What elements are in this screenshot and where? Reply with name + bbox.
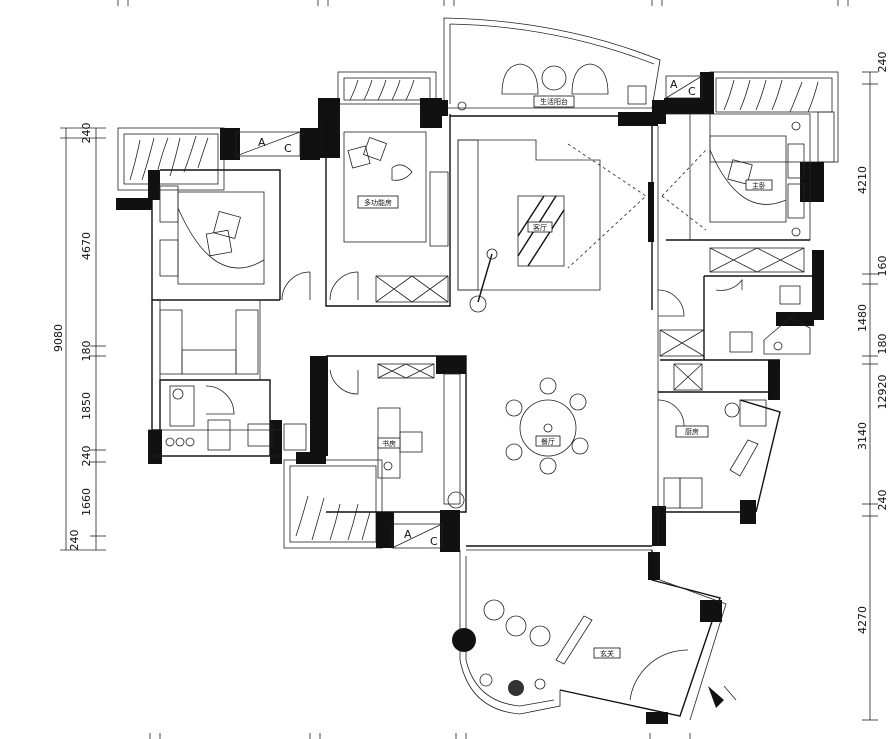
dim-left-total: 9080 [52, 324, 65, 352]
dimensions-left: 240 4670 180 1850 240 1660 240 9080 [52, 123, 106, 551]
ac-unit-left: A C [235, 131, 301, 157]
dining-table: 餐厅 [505, 377, 589, 475]
dim-right-2: 4210 [856, 166, 869, 194]
balcony-mid-top [337, 71, 437, 105]
doors [205, 271, 743, 427]
interior-lines [148, 113, 812, 721]
dim-left-7: 240 [68, 530, 81, 551]
service-balcony-chairs: 生活阳台 [457, 63, 647, 111]
room-label-master: 主卧 [752, 181, 766, 190]
dim-right-1: 240 [876, 52, 889, 73]
ac-c-label: C [688, 85, 696, 98]
room-label-study: 书房 [382, 439, 396, 448]
master-bath [659, 285, 811, 357]
room-label-kitchen: 厨房 [685, 427, 699, 436]
dim-right-3: 160 [876, 256, 889, 277]
room-label-multi-function: 多功能房 [364, 198, 392, 207]
dim-right-4: 1480 [856, 304, 869, 332]
room-label-dining: 餐厅 [541, 437, 555, 446]
dim-left-6: 1660 [80, 488, 93, 516]
living-room-furniture: 客厅 [457, 139, 654, 313]
ac-a-label: A [404, 528, 412, 541]
bed-multi: 多功能房 [343, 131, 449, 303]
dim-left-1: 240 [80, 123, 93, 144]
kitchen-furniture: 厨房 [663, 363, 767, 509]
balcony-service-arc [443, 17, 661, 109]
study-furniture: 书房 [377, 363, 465, 509]
dim-left-4: 1850 [80, 392, 93, 420]
ac-a-label: A [670, 78, 678, 91]
dim-right-7: 240 [876, 490, 889, 511]
balcony-right-top [709, 71, 839, 163]
ac-c-label: C [284, 142, 292, 155]
ac-unit-bottom: A C [391, 523, 443, 549]
entrance-furniture: 玄关 [452, 599, 737, 708]
dim-left-5: 240 [80, 446, 93, 467]
balcony-entrance-round [459, 550, 561, 715]
ac-c-label: C [430, 535, 438, 548]
balcony-left-top [117, 127, 225, 191]
walls [116, 72, 824, 724]
dim-right-6: 3140 [856, 422, 869, 450]
ac-unit-right: A C [665, 75, 703, 99]
dim-right-8: 4270 [856, 606, 869, 634]
ac-a-label: A [258, 136, 266, 149]
dim-left-2: 4670 [80, 232, 93, 260]
dim-right-total: 12920 [876, 375, 889, 410]
left-bath [159, 309, 307, 451]
axis-ticks [117, 0, 849, 739]
room-label-living: 客厅 [533, 223, 547, 232]
room-label-balcony-service: 生活阳台 [540, 97, 568, 106]
balcony-bottom-left [283, 459, 383, 549]
dim-left-3: 180 [80, 341, 93, 362]
dim-right-5: 180 [876, 334, 889, 355]
dimensions-right: 240 4210 160 1480 180 3140 240 4270 1292… [856, 52, 889, 721]
bed-left [159, 185, 265, 285]
room-label-entrance: 玄关 [600, 649, 614, 658]
bed-master: 主卧 [661, 121, 805, 273]
